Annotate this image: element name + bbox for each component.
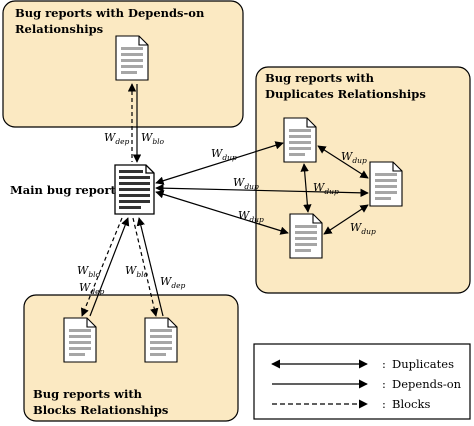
- main-bug-report-label: Main bug report: [10, 183, 117, 197]
- blocks-group-title-line1: Bug reports with: [33, 387, 143, 401]
- edge-label-dup-b: Wdup: [313, 181, 339, 196]
- edge-dup-main-doc3: [155, 190, 289, 235]
- duplicate-bug-report-document-3: [289, 213, 323, 259]
- legend: : Duplicates : Depends-on : Blocks: [253, 343, 471, 420]
- edge-label-dup-2: Wdup: [233, 176, 259, 191]
- edge-bottom-right-blocks: [132, 217, 159, 317]
- edge-label-bottom-right-dep: Wdep: [160, 275, 186, 290]
- edge-label-bottom-right-blo: Wblo: [125, 264, 149, 279]
- legend-duplicates-label: Duplicates: [392, 357, 454, 371]
- main-bug-report-document: [114, 164, 155, 215]
- duplicate-bug-report-document-2: [369, 161, 403, 207]
- blocks-group-title-line2: Blocks Relationships: [33, 403, 168, 417]
- edge-label-bottom-left-dep: Wdep: [79, 281, 105, 296]
- edge-label-top-blo: Wblo: [141, 131, 165, 146]
- legend-depends-on-label: Depends-on: [392, 377, 462, 391]
- edge-label-dup-3: Wdup: [238, 209, 264, 224]
- duplicates-group-title-line1: Bug reports with: [265, 71, 375, 85]
- edge-bottom-right-depends-on: [136, 217, 164, 317]
- edge-dup-doc2-doc3: [323, 204, 369, 235]
- depends-on-bug-report-document: [115, 35, 149, 81]
- edge-bottom-left-blocks: [80, 217, 123, 317]
- edge-label-bottom-left-blo: Wblo: [77, 264, 101, 279]
- depends-on-group-title-line1: Bug reports with Depends-on: [15, 6, 205, 20]
- legend-depends-on-colon: :: [382, 377, 386, 391]
- edge-dup-main-doc1: [155, 141, 284, 185]
- edge-bottom-left-depends-on: [89, 217, 130, 317]
- duplicates-group-title-line2: Duplicates Relationships: [265, 87, 426, 101]
- edge-label-dup-1: Wdup: [211, 147, 237, 162]
- edge-dup-doc1-doc2: [317, 145, 369, 179]
- legend-blocks-colon: :: [382, 397, 386, 411]
- blocks-bug-report-document-2: [144, 317, 178, 363]
- legend-duplicates-colon: :: [382, 357, 386, 371]
- edge-dup-doc1-doc3: [300, 163, 312, 213]
- duplicate-bug-report-document-1: [283, 117, 317, 163]
- blocks-bug-report-document-1: [63, 317, 97, 363]
- edge-label-dup-a: Wdup: [341, 150, 367, 165]
- legend-blocks-label: Blocks: [392, 397, 430, 411]
- edge-label-top-dep: Wdep: [104, 131, 130, 146]
- depends-on-group-title-line2: Relationships: [15, 22, 103, 36]
- edge-label-dup-c: Wdup: [350, 221, 376, 236]
